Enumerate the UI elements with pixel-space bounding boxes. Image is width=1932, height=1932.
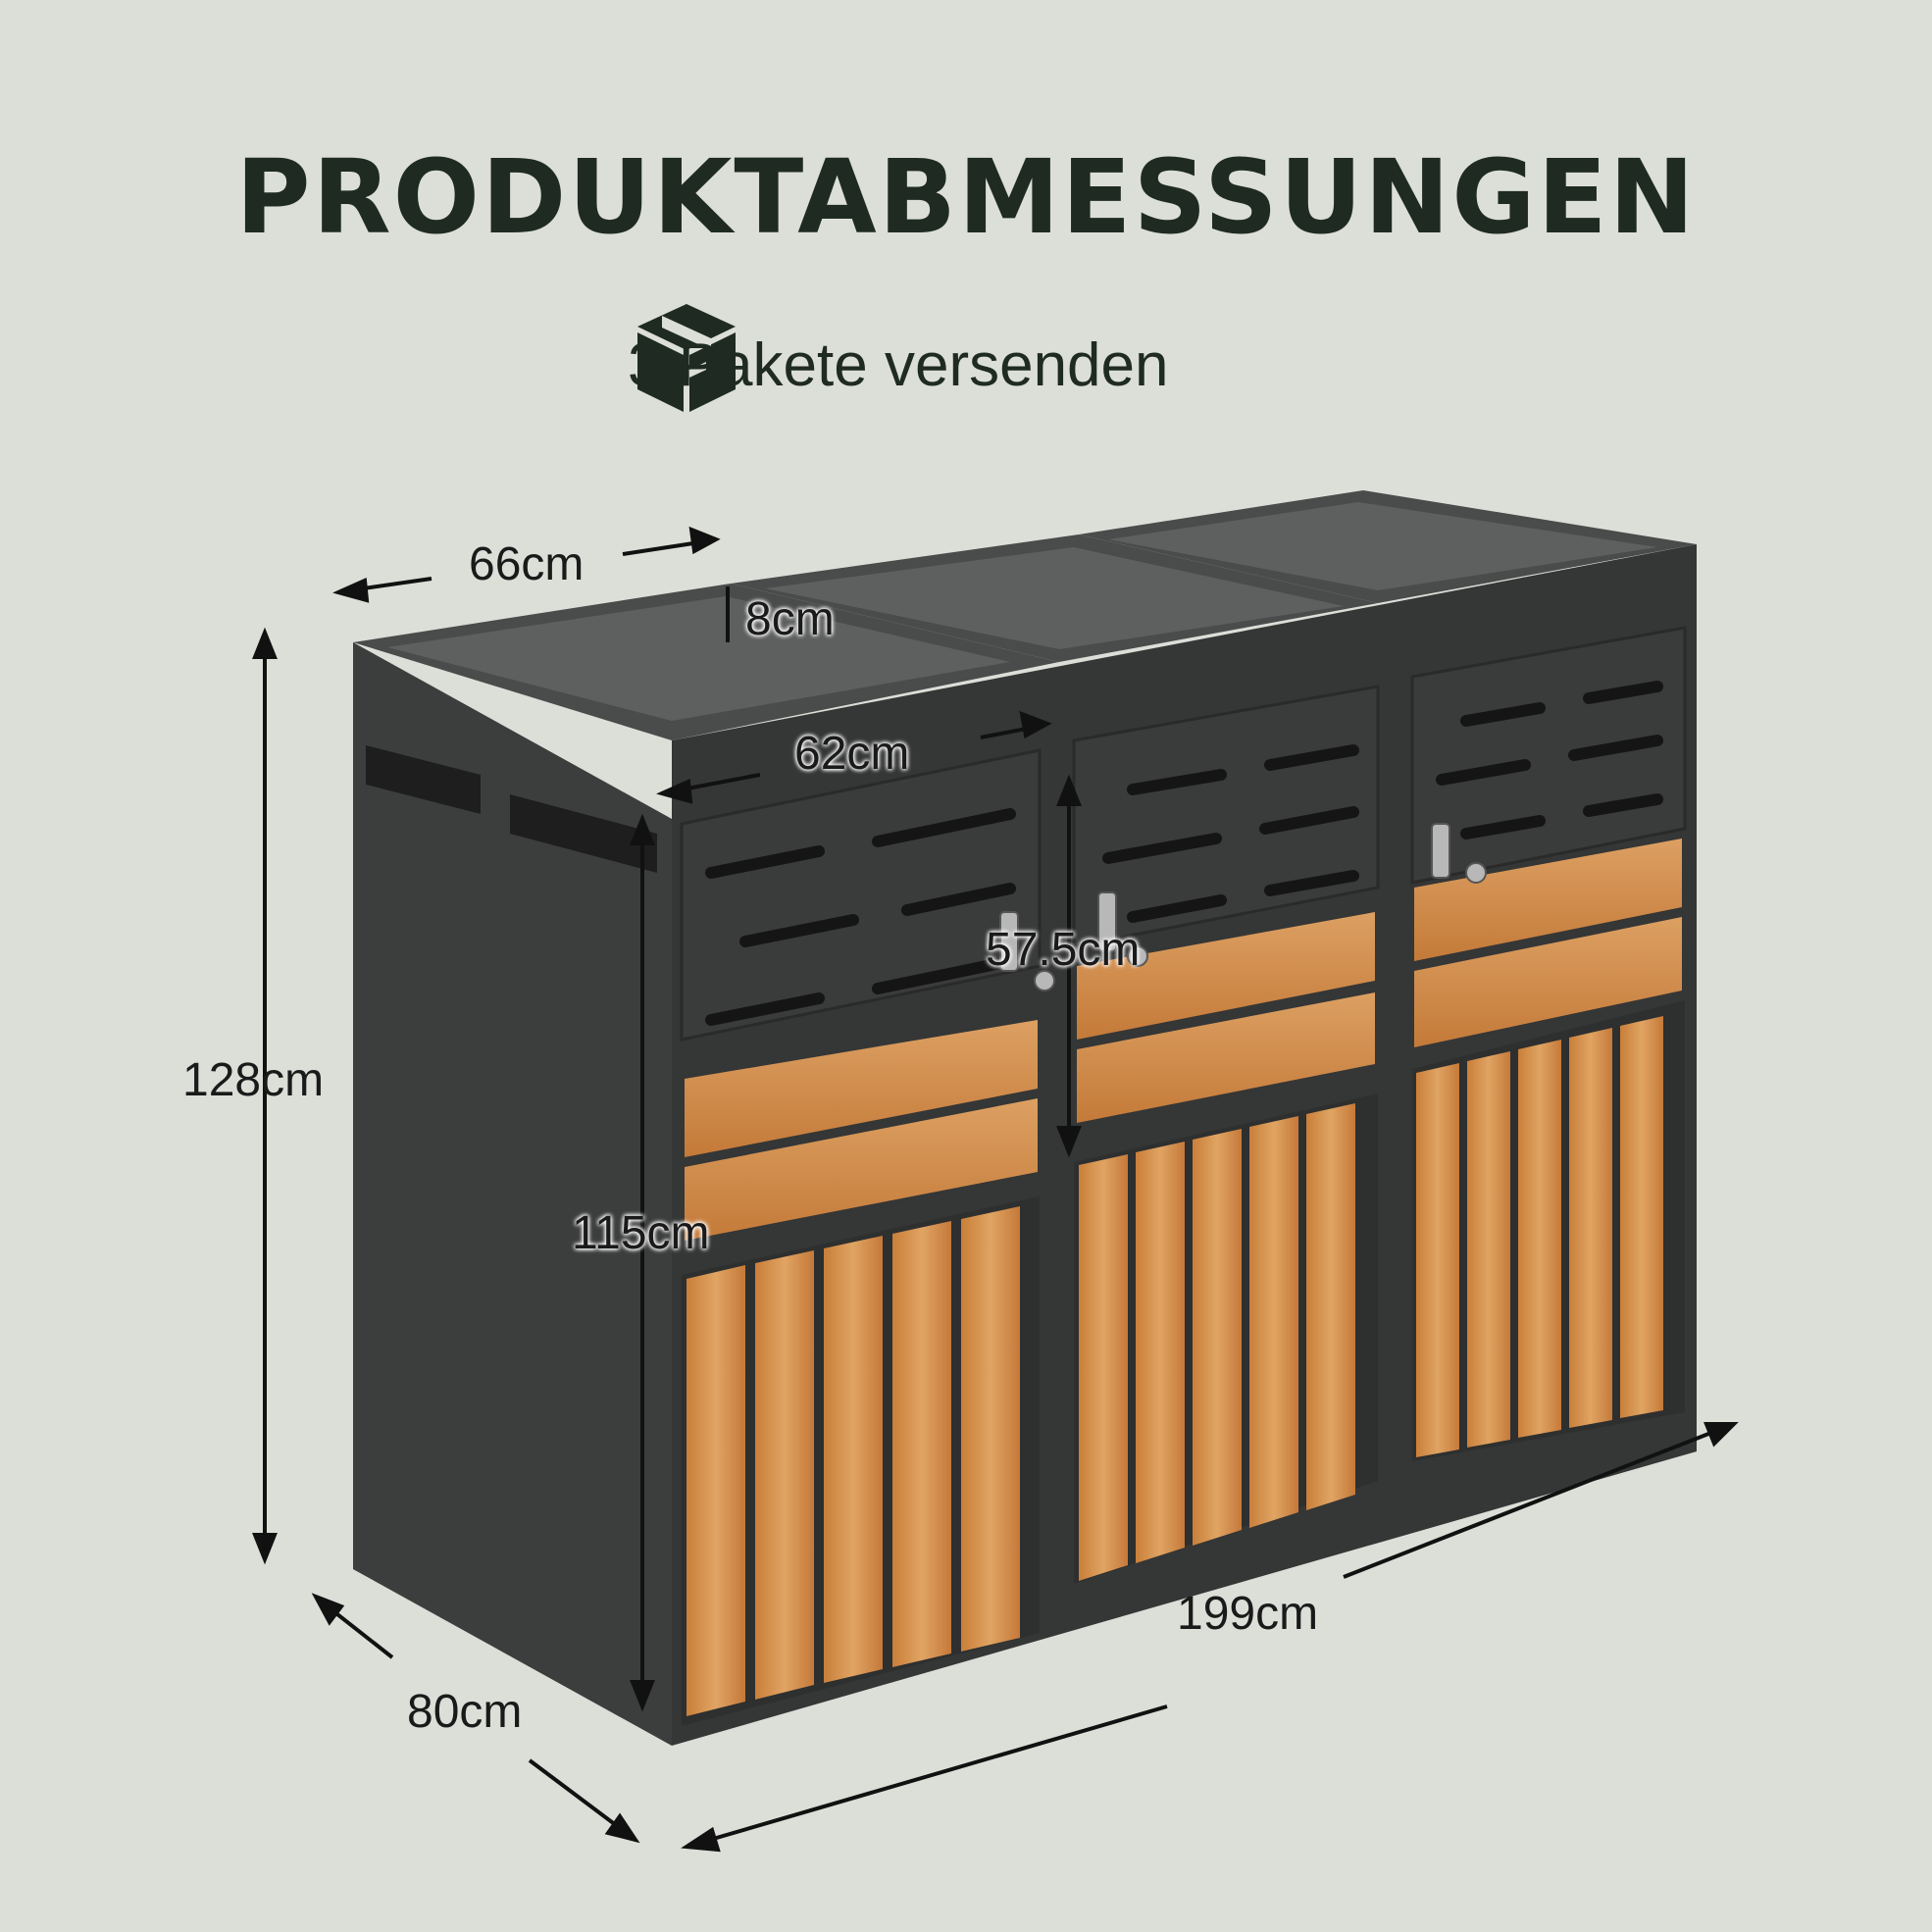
- box-package-icon: [637, 304, 736, 412]
- dimension-front-height: 115cm: [572, 1207, 710, 1259]
- dimension-door-height: 57.5cm: [986, 924, 1141, 976]
- lock-icon: [999, 823, 1487, 991]
- package-count-text: 3 Pakete versenden: [628, 331, 1169, 399]
- dimension-total-height: 128cm: [182, 1054, 325, 1106]
- dimension-planter-height: 8cm: [745, 593, 835, 645]
- dimension-depth-bottom: 80cm: [407, 1686, 523, 1738]
- dimension-depth-top: 66cm: [469, 538, 585, 590]
- left-side-panel: [353, 642, 672, 1746]
- dimension-total-width: 199cm: [1177, 1588, 1319, 1640]
- dimension-inner-width: 62cm: [794, 728, 910, 780]
- page-title: PRODUKTABMESSUNGEN: [235, 137, 1697, 257]
